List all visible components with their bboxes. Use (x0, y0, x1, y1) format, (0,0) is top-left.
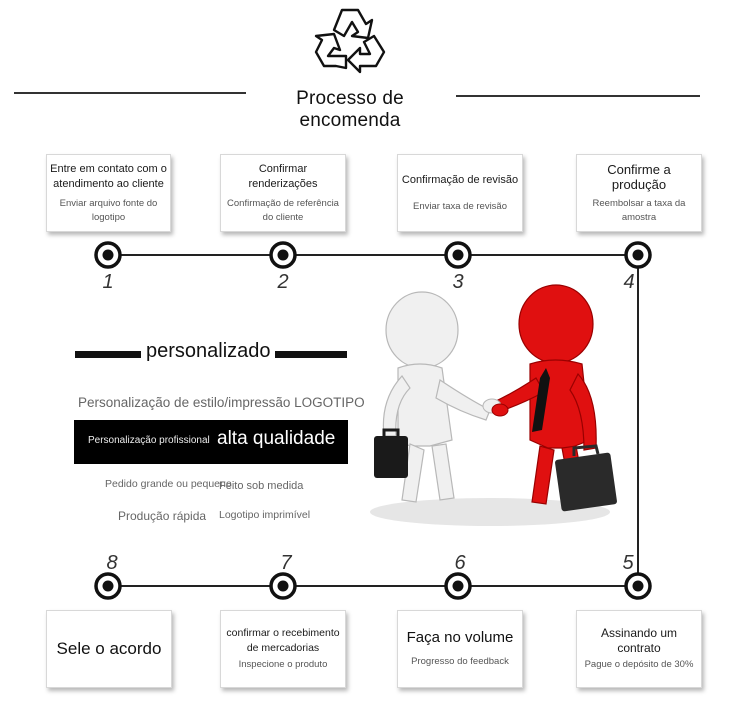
step-number-1: 1 (102, 271, 114, 293)
step-number-3: 3 (452, 271, 464, 293)
title-line-left (14, 92, 246, 94)
step-number-5: 5 (622, 552, 634, 574)
promo-item: Feito sob medida (219, 480, 304, 492)
step-node-5 (624, 572, 652, 600)
recycle-icon (314, 8, 386, 74)
step-card-1: Entre em contato com o atendimento ao cl… (46, 154, 171, 232)
step-number-6: 6 (454, 552, 466, 574)
step-node-1 (94, 241, 122, 269)
step-node-7 (269, 572, 297, 600)
step-subtitle: Enviar arquivo fonte do logotipo (59, 197, 158, 223)
step-subtitle: Confirmação de referência do cliente (227, 197, 339, 223)
step-title: confirmar o recebimento de mercadorias (226, 627, 340, 654)
step-card-6: Faça no volume Progresso do feedback (397, 610, 523, 688)
step-title: Entre em contato com o atendimento ao cl… (50, 162, 167, 190)
step-number-8: 8 (106, 552, 118, 574)
step-number-7: 7 (280, 552, 292, 574)
step-title: Faça no volume (406, 629, 514, 646)
promo-box-big-text: alta qualidade (217, 428, 336, 449)
step-node-8 (94, 572, 122, 600)
step-card-2: Confirmar renderizações Confirmação de r… (220, 154, 346, 232)
handshake-illustration (370, 284, 617, 526)
page-title: Processo de encomenda (296, 88, 404, 131)
promo-item: Pedido grande ou pequeno (105, 478, 232, 490)
promo-bar-left (75, 351, 141, 358)
step-subtitle: Inspecione o produto (238, 659, 328, 670)
promo-heading: personalizado (146, 340, 271, 362)
step-card-5: Assinando um contrato Pague o depósito d… (576, 610, 702, 688)
step-node-3 (444, 241, 472, 269)
promo-bar-right (275, 351, 347, 358)
step-subtitle: Progresso do feedback (411, 656, 509, 667)
step-title: Sele o acordo (56, 639, 162, 658)
step-number-2: 2 (277, 271, 289, 293)
step-title: Confirmar renderizações (248, 162, 318, 190)
step-node-6 (444, 572, 472, 600)
step-title: Confirmação de revisão (401, 173, 519, 186)
promo-item: Logotipo imprimível (219, 509, 311, 521)
step-card-7: confirmar o recebimento de mercadorias I… (220, 610, 346, 688)
step-subtitle: Reembolsar a taxa da amostra (592, 197, 686, 223)
promo-item: Produção rápida (118, 509, 207, 523)
title-line-right (456, 95, 700, 97)
step-number-4: 4 (623, 271, 635, 293)
promo-box-small-text: Personalização profissional (88, 435, 210, 446)
step-subtitle: Pague o depósito de 30% (584, 659, 694, 670)
step-title: Confirme a produção (607, 161, 671, 192)
promo-line: Personalização de estilo/impressão LOGOT… (78, 395, 365, 410)
step-card-8: Sele o acordo (46, 610, 172, 688)
promo-highlight-box (74, 420, 348, 464)
step-subtitle: Enviar taxa de revisão (413, 200, 507, 212)
step-card-3: Confirmação de revisão Enviar taxa de re… (397, 154, 523, 232)
step-title: Assinando um contrato (600, 626, 678, 655)
step-node-2 (269, 241, 297, 269)
step-node-4 (624, 241, 652, 269)
step-card-4: Confirme a produção Reembolsar a taxa da… (576, 154, 702, 232)
